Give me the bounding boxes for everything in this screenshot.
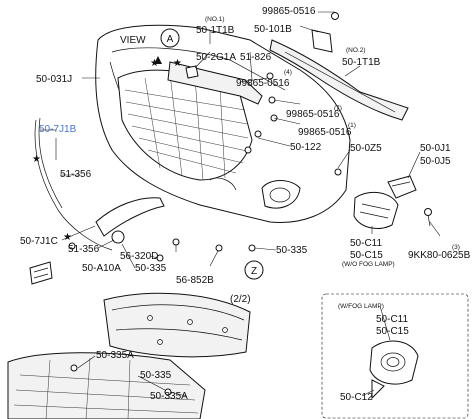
part-label: 50-335 xyxy=(140,370,172,381)
part-label: 50-A10A xyxy=(82,263,121,274)
clip-icon xyxy=(244,146,252,154)
grille-mesh xyxy=(124,73,249,181)
part-label: 50-335A xyxy=(150,391,188,402)
part-label: 99865-0516 xyxy=(286,109,340,120)
fog-lamp-detail-box xyxy=(321,293,469,419)
part-labels: 99865-0516 50-101B (NO.1) 50-1T1B 50-2G1… xyxy=(20,6,471,403)
under-cover-upper xyxy=(103,292,251,358)
part-label: 50-335 xyxy=(276,245,308,256)
under-tray-lower xyxy=(7,352,206,419)
part-label: (W/O FOG LAMP) xyxy=(342,261,395,268)
part-label: 50-0J1 xyxy=(420,143,451,154)
side-badge-icon xyxy=(29,261,53,285)
view-a-letter: A xyxy=(167,34,174,45)
part-label: 50-101B xyxy=(254,24,292,35)
view-arrow-icon xyxy=(154,56,162,64)
part-label: 51-356 xyxy=(60,169,92,180)
part-label: (NO.1) xyxy=(205,16,225,23)
part-label: 50-C15 xyxy=(350,250,383,261)
view-label: VIEW xyxy=(120,35,146,46)
star-icon: ★ xyxy=(173,58,182,69)
clip-icon xyxy=(70,364,78,372)
view-a-marker xyxy=(160,28,180,48)
clip-icon xyxy=(266,72,274,80)
part-label: 50-7J1C xyxy=(20,236,58,247)
part-label: 50-C12 xyxy=(340,392,373,403)
part-label: 50-1T1B xyxy=(196,25,235,36)
part-label: 50-031J xyxy=(36,74,72,85)
side-molding-strip xyxy=(34,117,113,251)
part-label: 99865-0516 xyxy=(236,78,290,89)
part-label: 99865-0516 xyxy=(262,6,316,17)
bolt-9kk80 xyxy=(424,208,432,227)
fog-bracket xyxy=(387,175,417,199)
part-label: 50-335A xyxy=(96,350,134,361)
part-label: 50-C11 xyxy=(350,238,382,249)
upper-trim-no1 xyxy=(167,61,263,105)
part-label: (7) xyxy=(334,105,342,112)
part-label: 50-1T1B xyxy=(342,57,381,68)
star-icon: ★ xyxy=(32,154,41,165)
part-label: (1) xyxy=(348,122,356,129)
view-z-letter: Z xyxy=(251,266,257,277)
clip-icon xyxy=(172,238,180,246)
fog-cover-wo-lamp xyxy=(353,191,399,229)
lower-side-trim xyxy=(95,197,165,237)
part-label: 50-2G1A xyxy=(196,52,236,63)
leader-lines xyxy=(40,11,441,397)
clip-icon xyxy=(254,130,262,138)
part-label: (NO.2) xyxy=(346,47,366,54)
front-bumper-fascia xyxy=(95,24,351,224)
part-label: 99865-0516 xyxy=(298,127,352,138)
part-label: 50-C11 xyxy=(376,314,408,325)
clip-icon xyxy=(111,230,125,244)
part-label: 9KK80-0625B xyxy=(408,250,471,261)
part-label: (3) xyxy=(452,244,460,251)
clip-icon xyxy=(334,168,342,176)
clip-icon xyxy=(68,242,76,250)
part-label: 50-335 xyxy=(135,263,167,274)
part-label: (W/FOG LAMP) xyxy=(338,303,384,310)
clip-icon xyxy=(248,244,256,252)
part-label: (4) xyxy=(284,69,292,76)
clip-icon xyxy=(331,12,339,20)
part-label: 56-320D xyxy=(120,251,158,262)
view-z-marker xyxy=(244,260,264,280)
clip-icon xyxy=(215,244,223,252)
part-label: 50-C15 xyxy=(376,326,409,337)
part-label: 56-852B xyxy=(176,275,214,286)
part-label: 51-826 xyxy=(240,52,272,63)
part-label: 50-122 xyxy=(290,142,322,153)
part-label: 50-0Z5 xyxy=(350,143,382,154)
part-label: (2/2) xyxy=(230,294,251,305)
part-label: 51-356 xyxy=(68,244,100,255)
part-label: 50-7J1B xyxy=(39,124,77,135)
upper-trim-no2 xyxy=(269,29,409,121)
part-label: 50-0J5 xyxy=(420,156,451,167)
